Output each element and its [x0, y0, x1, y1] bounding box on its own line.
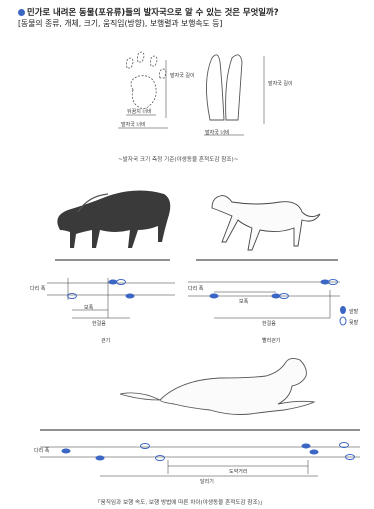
fig1-heel-width-label: 뒤꿈치 너비: [127, 108, 152, 115]
footprint-hoof-drawing: [206, 55, 242, 120]
legend-hind-label: 뒷발: [349, 319, 358, 326]
fig1-foot-width-label: 발자국 너비: [121, 121, 146, 128]
trot-pace-label: 한걸음: [262, 320, 276, 327]
dog-illustration: [212, 196, 320, 250]
trot-legend-icons: [340, 306, 346, 325]
footer-caption: 「움직임과 보행 속도, 보행 방법에 따른 차이(야생동물 흔적도감 참조)」: [95, 498, 266, 506]
fig1-length-label-a: 발자국 길이: [170, 72, 195, 79]
walk-gait-label: 걷기: [101, 337, 110, 344]
fig1-length-label-b: 발자국 길이: [268, 80, 293, 87]
legend-front-label: 앞발: [349, 308, 358, 315]
walk-footprints: [68, 280, 135, 299]
trot-stride-label: 보폭: [239, 298, 248, 305]
hoof-measure-lines: [204, 56, 264, 135]
fig1-foot-width-label-b: 발자국 너비: [205, 129, 230, 136]
walk-straddle-label: 다리 폭: [30, 285, 45, 292]
trot-footprints: [210, 280, 338, 299]
run-leap-label: 도약거리: [229, 468, 247, 475]
fox-illustration: [120, 358, 314, 414]
trot-gait-diagram: [188, 282, 340, 318]
run-gait-label: 달리기: [200, 478, 214, 485]
run-straddle-label: 다리 폭: [34, 447, 49, 454]
trot-gait-label: 빨리걷기: [262, 337, 280, 344]
footprint-paw-drawing: [127, 52, 167, 109]
fig1-caption: ~발자국 크기 측정 기준(야생동물 흔적도감 참조)~: [118, 155, 238, 163]
boar-illustration: [57, 190, 170, 248]
run-footprints: [62, 443, 355, 461]
walk-stride-label: 보폭: [84, 304, 93, 311]
walk-pace-label: 한걸음: [92, 320, 106, 327]
trot-straddle-label: 다리 폭: [188, 285, 203, 292]
